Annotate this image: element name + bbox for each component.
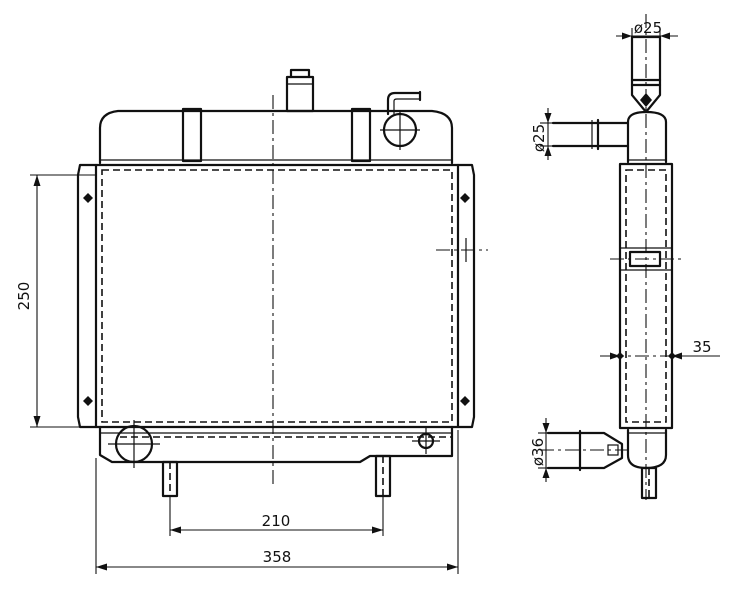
side-upper-tank — [626, 110, 668, 164]
dimension-core-height: 250 — [15, 174, 96, 428]
dimension-side-pipe: ø25 — [530, 108, 553, 160]
side-outlet-pipe — [546, 431, 624, 470]
dimension-35-label: 35 — [692, 338, 711, 356]
tank-rib-left — [181, 107, 203, 163]
side-inlet-pipe — [551, 121, 630, 148]
side-top-pipe — [630, 35, 662, 87]
dimension-358-label: 358 — [263, 548, 292, 566]
radiator-core — [94, 163, 460, 429]
right-bracket — [456, 163, 476, 429]
front-view: 250 210 358 — [15, 68, 488, 574]
dimension-210-label: 210 — [262, 512, 291, 530]
overflow-pipe — [386, 91, 422, 116]
dimension-bottom-pipe: ø36 — [529, 418, 550, 482]
dimension-top-diameter-label: ø25 — [634, 19, 662, 37]
filler-neck — [285, 75, 315, 113]
dimension-bottom-diameter-label: ø36 — [529, 438, 547, 466]
tank-rib-right — [350, 107, 372, 163]
dimension-overall-width: 358 — [95, 430, 459, 574]
side-lower-tank — [626, 428, 668, 470]
dimension-outlet-spacing: 210 — [169, 496, 384, 536]
dimension-core-depth: 35 — [600, 338, 720, 360]
dimension-top-pipe: ø25 — [616, 19, 678, 40]
dimension-250-label: 250 — [15, 282, 33, 311]
left-bracket — [76, 163, 98, 429]
bottom-tank — [98, 425, 454, 464]
side-view: ø25 ø25 35 ø36 — [529, 14, 720, 500]
top-tank — [98, 109, 454, 165]
dimension-side-diameter-label: ø25 — [530, 124, 548, 152]
